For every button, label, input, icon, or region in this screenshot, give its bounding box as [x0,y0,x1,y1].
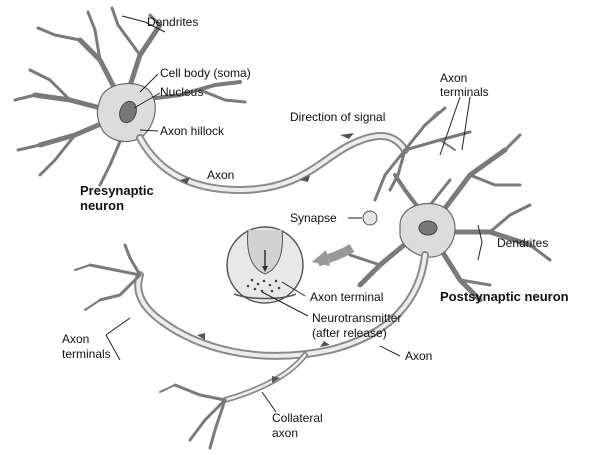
label-collateral-2: axon [272,426,298,440]
label-axon-hillock: Axon hillock [160,124,225,138]
label-synapse: Synapse [290,211,337,225]
label-dendrites-right: Dendrites [497,236,548,250]
label-axon-terminals-left-2: terminals [62,347,111,361]
label-presynaptic-2: neuron [80,198,124,213]
label-axon-terminals-top-1: Axon [440,71,467,85]
label-axon-terminals-top-2: terminals [440,85,489,99]
label-dendrites-top: Dendrites [147,15,198,29]
label-nucleus: Nucleus [160,85,203,99]
postsynaptic-nucleus [419,221,437,235]
postsynaptic-neuron [350,135,550,300]
synapse-circle [363,211,377,225]
label-presynaptic-1: Presynaptic [80,183,154,198]
label-axon-terminal: Axon terminal [310,290,383,304]
label-cell-body: Cell body (soma) [160,66,251,80]
label-direction-of-signal: Direction of signal [290,110,385,124]
label-axon-terminals-left-1: Axon [62,332,89,346]
arrow-postsynaptic-1 [320,341,330,347]
label-neurotransmitter-2: (after release) [312,326,387,340]
label-collateral-1: Collateral [272,411,323,425]
labels: Dendrites Cell body (soma) Nucleus Axon … [62,15,569,440]
zoom-arrow-head [312,250,330,266]
label-postsynaptic: Postsynaptic neuron [440,289,569,304]
label-neurotransmitter-1: Neurotransmitter [312,311,401,325]
presynaptic-neuron [15,8,245,185]
label-axon-lower: Axon [405,349,432,363]
label-axon-upper: Axon [207,168,234,182]
arrow-direction [340,133,354,139]
